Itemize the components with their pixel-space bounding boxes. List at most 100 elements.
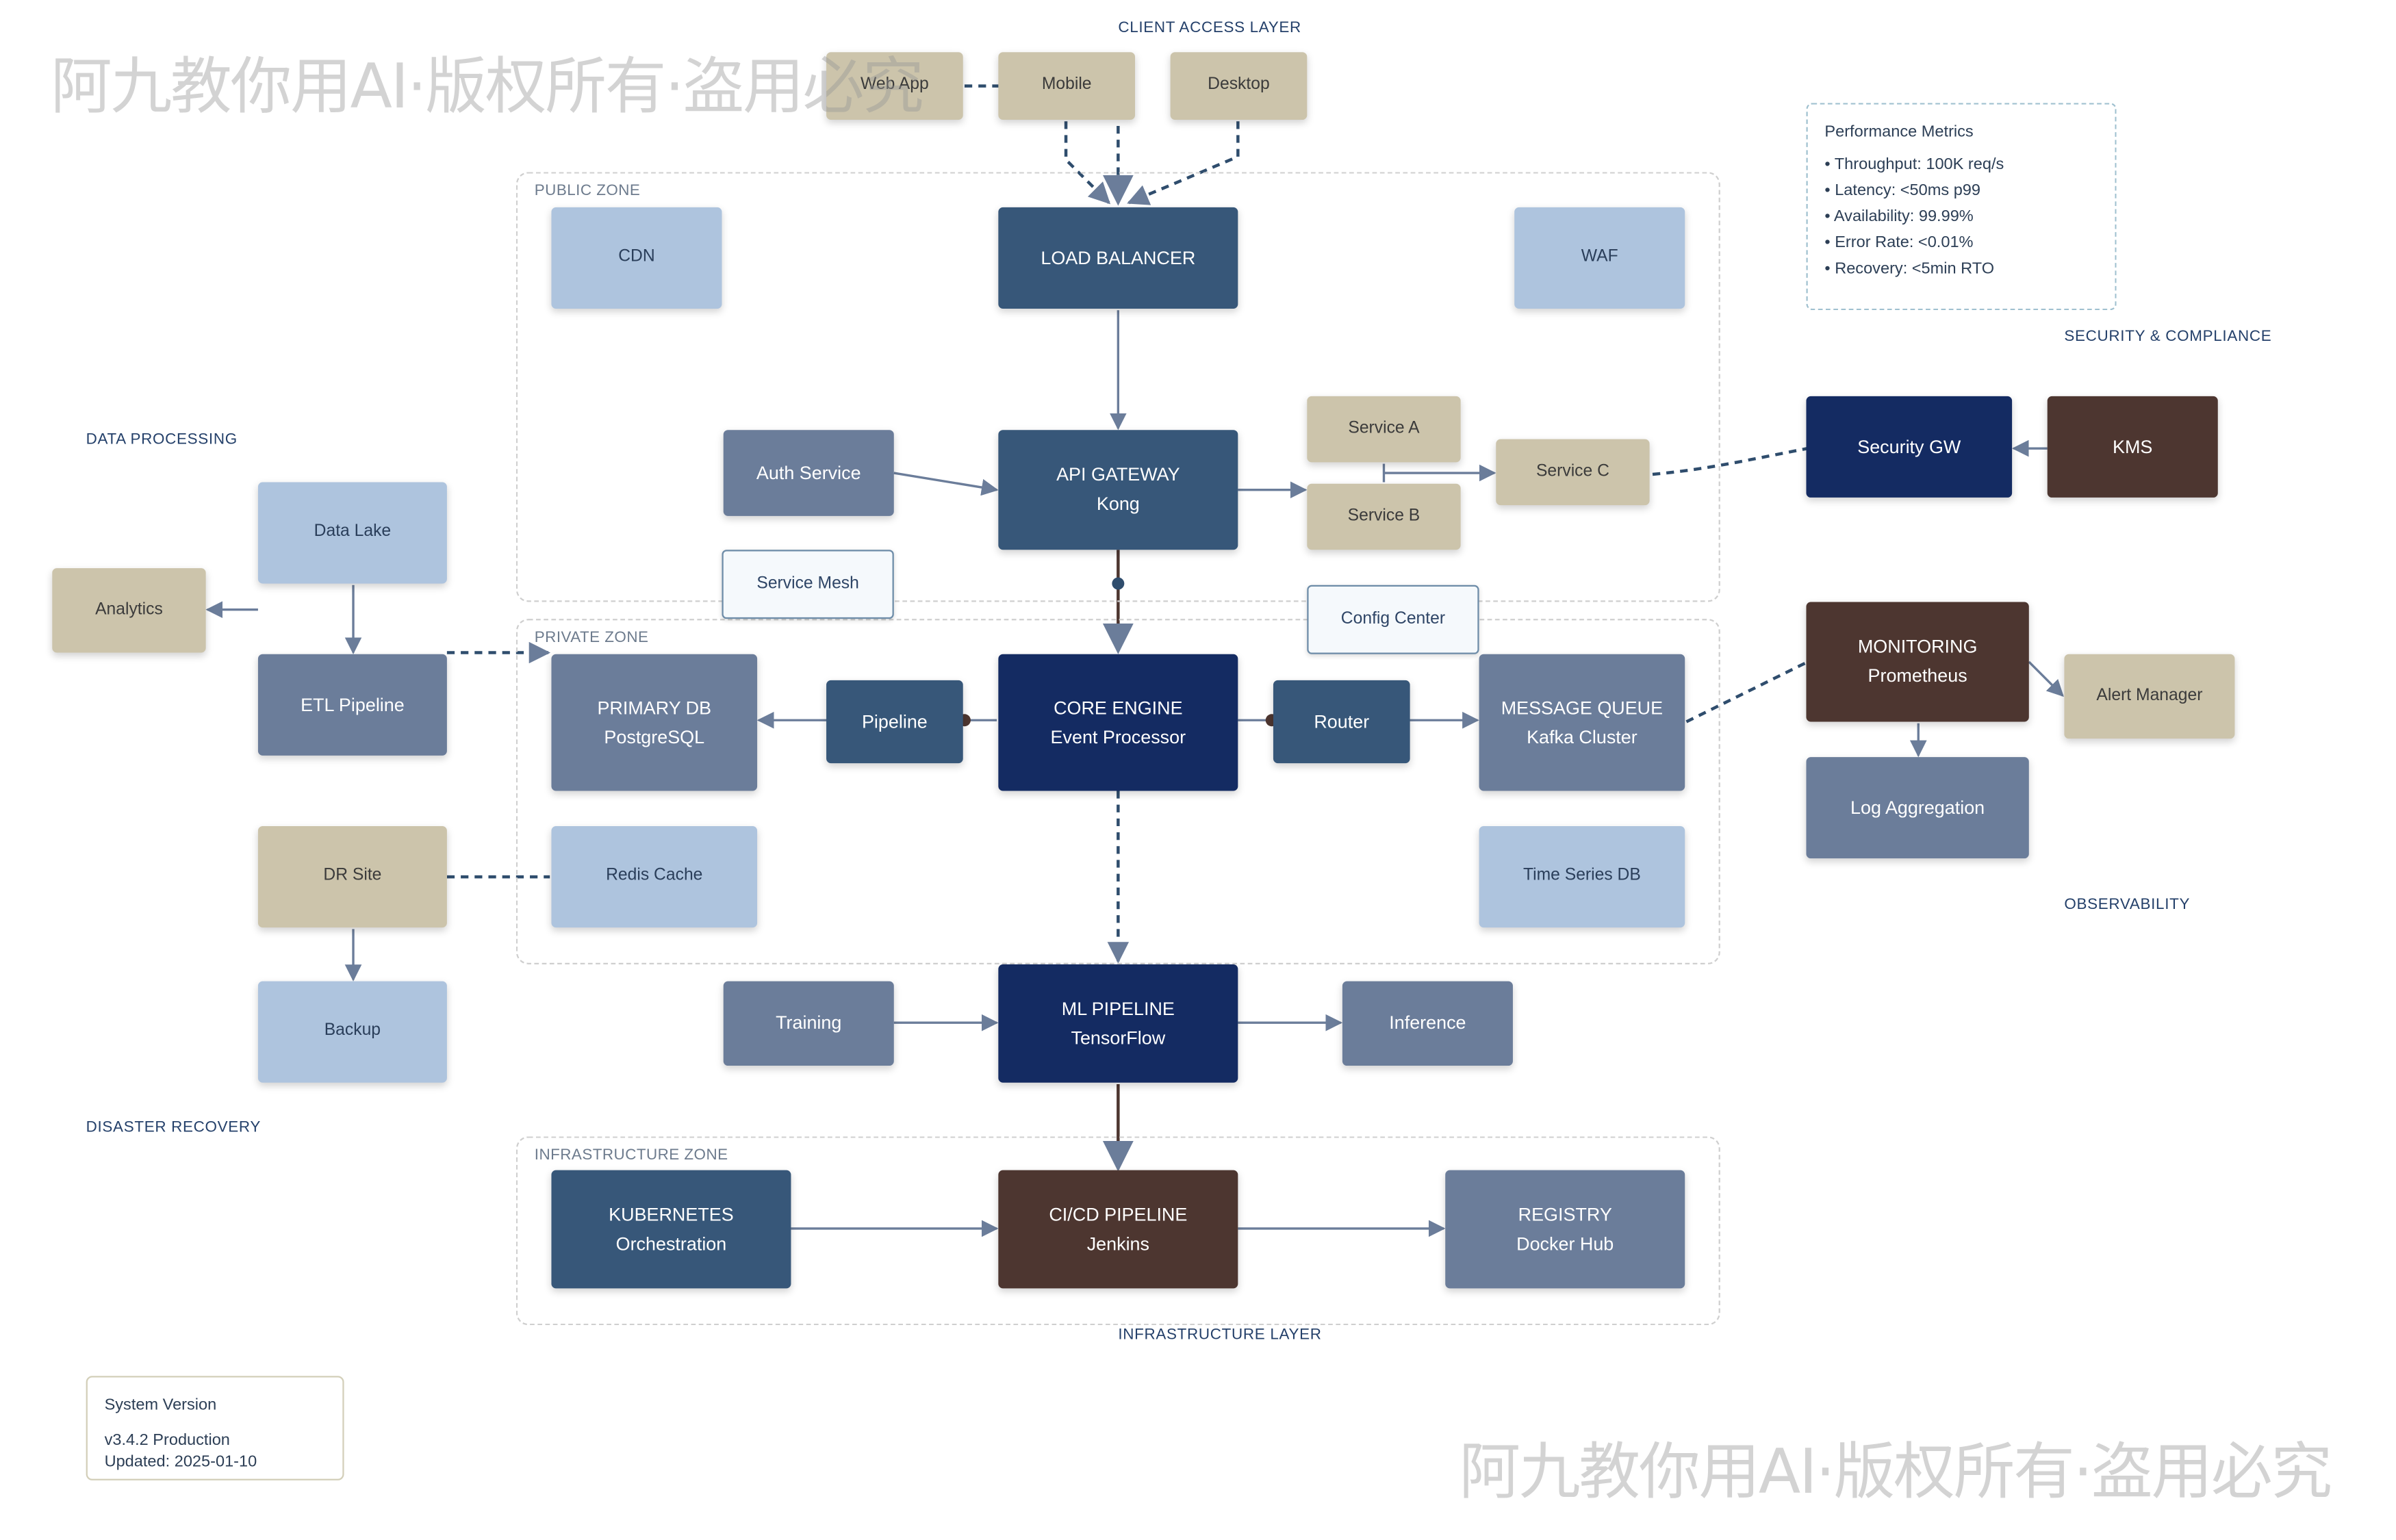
edge-auth-api (893, 472, 999, 496)
node-alert-manager[interactable]: Alert Manager (2064, 654, 2235, 739)
node-inference[interactable]: Inference (1342, 981, 1513, 1066)
node-dr-site[interactable]: DR Site (257, 826, 447, 928)
node-registry-title: REGISTRY (1518, 1203, 1612, 1226)
public-zone: PUBLIC ZONE (515, 172, 1720, 602)
node-mobile-title: Mobile (1041, 75, 1092, 94)
disaster-recovery-label: DISASTER RECOVERY (86, 1119, 262, 1137)
system-version-title: System Version (104, 1396, 217, 1415)
node-load-balancer[interactable]: LOAD BALANCER (998, 207, 1238, 309)
node-message-queue-sub: Kafka Cluster (1527, 726, 1637, 747)
node-etl-pipeline-title: ETL Pipeline (301, 693, 405, 715)
node-security-gw[interactable]: Security GW (1806, 396, 2013, 498)
node-core-engine[interactable]: CORE ENGINE Event Processor (998, 654, 1238, 791)
node-redis-cache-title: Redis Cache (606, 867, 703, 886)
node-service-mesh-title: Service Mesh (756, 574, 859, 593)
infrastructure-layer-label: INFRASTRUCTURE LAYER (1118, 1326, 1322, 1344)
node-etl-pipeline[interactable]: ETL Pipeline (257, 654, 447, 756)
node-service-c[interactable]: Service C (1496, 439, 1650, 506)
node-waf-title: WAF (1581, 248, 1618, 267)
metric-item: • Latency: <50ms p99 (1824, 181, 1981, 200)
metric-item: • Availability: 99.99% (1824, 207, 1974, 226)
node-time-series-db-title: Time Series DB (1522, 867, 1641, 886)
node-auth-service[interactable]: Auth Service (723, 430, 894, 516)
node-data-lake-title: Data Lake (314, 522, 392, 541)
edge-servicec-securitygw (1569, 446, 1809, 480)
metric-item: • Recovery: <5min RTO (1824, 259, 1995, 279)
node-cdn-title: CDN (618, 248, 655, 267)
node-web-app-title: Web App (861, 75, 929, 94)
node-training-title: Training (776, 1012, 842, 1034)
node-cicd-pipeline-title: CI/CD PIPELINE (1049, 1203, 1188, 1226)
node-ml-pipeline-sub: TensorFlow (1071, 1026, 1166, 1049)
node-training[interactable]: Training (723, 981, 894, 1066)
edge-desktop-lb (1127, 121, 1240, 205)
security-label: SECURITY & COMPLIANCE (2064, 329, 2272, 346)
performance-metrics-card: Performance Metrics • Throughput: 100K r… (1806, 103, 2117, 311)
node-pipeline-title: Pipeline (861, 710, 928, 732)
node-desktop[interactable]: Desktop (1170, 52, 1308, 120)
public-zone-label: PUBLIC ZONE (534, 182, 641, 200)
node-config-center-title: Config Center (1340, 609, 1446, 628)
node-kubernetes-sub: Orchestration (615, 1232, 727, 1254)
node-router[interactable]: Router (1273, 680, 1410, 764)
node-pipeline[interactable]: Pipeline (826, 680, 963, 764)
performance-metrics-title: Performance Metrics (1824, 123, 1974, 142)
node-cicd-pipeline[interactable]: CI/CD PIPELINE Jenkins (998, 1170, 1238, 1289)
node-primary-db-title: PRIMARY DB (597, 697, 712, 719)
node-kubernetes[interactable]: KUBERNETES Orchestration (551, 1170, 791, 1289)
node-cicd-pipeline-sub: Jenkins (1086, 1232, 1149, 1254)
private-zone-label: PRIVATE ZONE (534, 629, 649, 647)
node-cdn[interactable]: CDN (551, 207, 722, 309)
metric-item: • Error Rate: <0.01% (1824, 233, 1974, 252)
edge-api-core-dot (1112, 577, 1125, 590)
node-monitoring[interactable]: MONITORING Prometheus (1806, 602, 2029, 722)
node-load-balancer-title: LOAD BALANCER (1041, 246, 1196, 268)
node-service-mesh[interactable]: Service Mesh (722, 550, 894, 619)
node-web-app[interactable]: Web App (826, 52, 963, 120)
node-config-center[interactable]: Config Center (1307, 585, 1479, 654)
observability-label: OBSERVABILITY (2064, 897, 2191, 914)
node-dr-site-title: DR Site (323, 867, 382, 886)
node-router-title: Router (1314, 710, 1370, 732)
node-inference-title: Inference (1389, 1012, 1466, 1034)
node-registry[interactable]: REGISTRY Docker Hub (1445, 1170, 1685, 1289)
node-security-gw-title: Security GW (1857, 435, 1961, 457)
node-kubernetes-title: KUBERNETES (609, 1203, 734, 1226)
node-service-a[interactable]: Service A (1307, 396, 1461, 463)
node-log-aggregation[interactable]: Log Aggregation (1806, 757, 2029, 859)
node-kms[interactable]: KMS (2047, 396, 2218, 498)
client-access-label: CLIENT ACCESS LAYER (1118, 20, 1301, 37)
node-api-gateway[interactable]: API GATEWAY Kong (998, 430, 1238, 550)
node-primary-db-sub: PostgreSQL (604, 726, 705, 747)
node-data-lake[interactable]: Data Lake (257, 482, 447, 584)
node-waf[interactable]: WAF (1514, 207, 1685, 309)
node-time-series-db[interactable]: Time Series DB (1479, 826, 1685, 928)
system-version-line: v3.4.2 Production (104, 1431, 230, 1450)
node-mobile[interactable]: Mobile (998, 52, 1136, 120)
node-redis-cache[interactable]: Redis Cache (551, 826, 758, 928)
node-analytics-title: Analytics (95, 600, 163, 619)
node-backup[interactable]: Backup (257, 981, 447, 1083)
node-ml-pipeline[interactable]: ML PIPELINE TensorFlow (998, 964, 1238, 1083)
node-message-queue[interactable]: MESSAGE QUEUE Kafka Cluster (1479, 654, 1685, 791)
node-primary-db[interactable]: PRIMARY DB PostgreSQL (551, 654, 758, 791)
data-processing-label: DATA PROCESSING (86, 431, 238, 449)
infrastructure-zone-label: INFRASTRUCTURE ZONE (534, 1146, 728, 1164)
node-api-gateway-title: API GATEWAY (1056, 464, 1180, 486)
node-desktop-title: Desktop (1208, 75, 1270, 94)
edge-mq-monitoring (1685, 660, 1809, 723)
node-api-gateway-sub: Kong (1096, 493, 1140, 515)
node-service-b[interactable]: Service B (1307, 483, 1461, 550)
node-analytics[interactable]: Analytics (52, 568, 206, 653)
system-version-card: System Version v3.4.2 Production Updated… (86, 1376, 344, 1480)
system-version-updated: Updated: 2025-01-10 (104, 1452, 257, 1472)
node-service-b-title: Service B (1347, 506, 1420, 526)
node-service-c-title: Service C (1535, 462, 1609, 481)
infrastructure-zone: INFRASTRUCTURE ZONE (515, 1136, 1720, 1326)
node-monitoring-sub: Prometheus (1868, 665, 1967, 686)
node-core-engine-sub: Event Processor (1050, 726, 1186, 747)
node-ml-pipeline-title: ML PIPELINE (1061, 998, 1175, 1020)
node-kms-title: KMS (2113, 435, 2153, 457)
private-zone: PRIVATE ZONE (515, 619, 1720, 964)
node-alert-manager-title: Alert Manager (2096, 686, 2203, 705)
